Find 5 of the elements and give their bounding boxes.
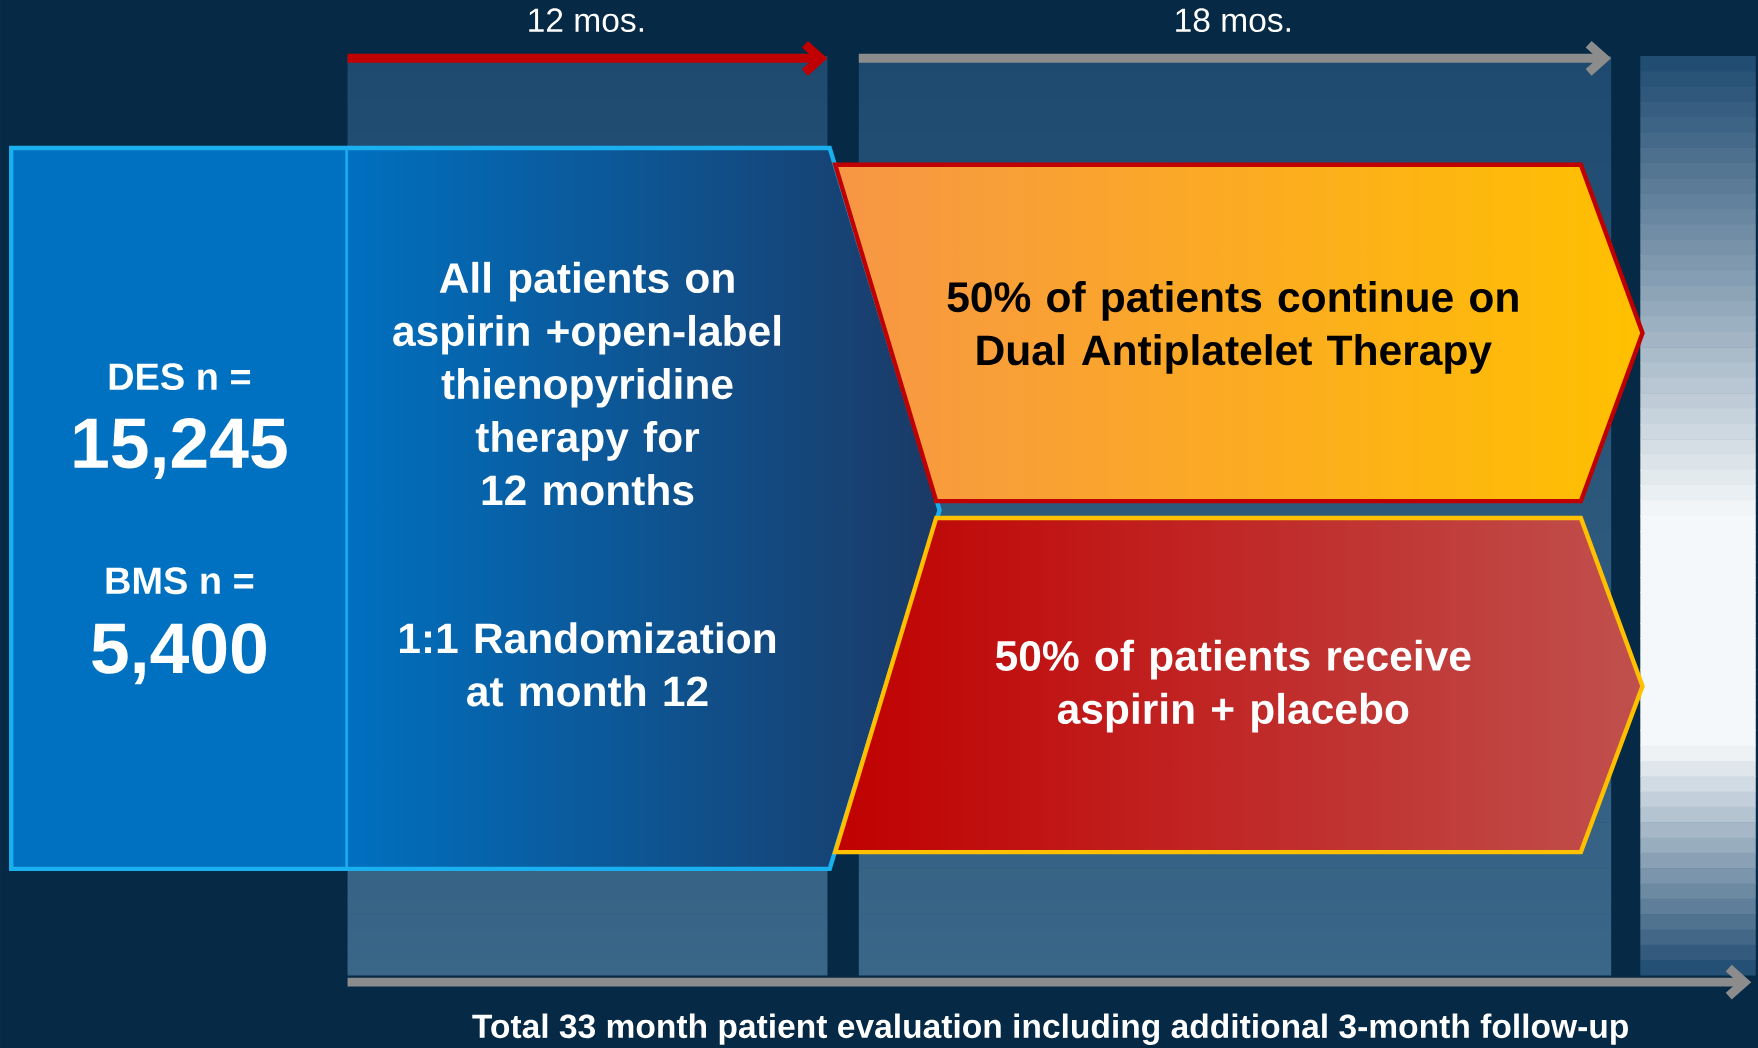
- sample-size-box: DES n = 15,245 BMS n = 5,400: [9, 145, 350, 872]
- chevron-box: All patients on aspirin +open-label thienopyridine therapy for 12 months 1:1 Randomization at month 12: [347, 145, 942, 872]
- duration-label: Total 33 month patient evaluation including additional 3-month follow-up: [472, 1013, 1628, 1045]
- duration-label: 18 mos.: [1176, 8, 1290, 33]
- duration-label: 12 mos.: [529, 8, 643, 33]
